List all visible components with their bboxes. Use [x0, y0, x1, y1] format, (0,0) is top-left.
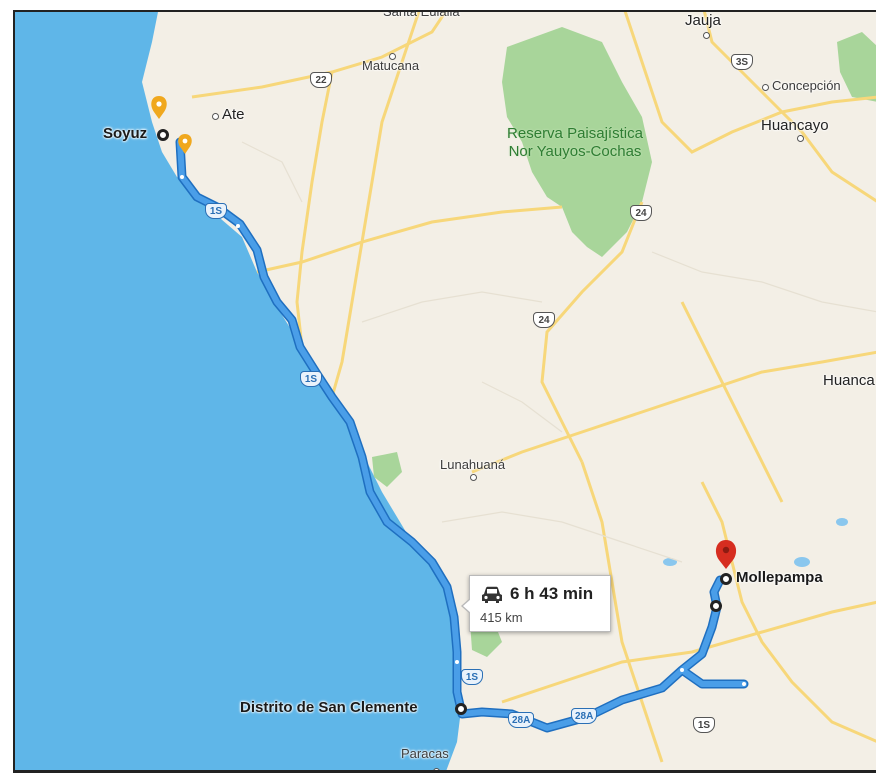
route-shield-24-north: 24 — [630, 205, 652, 221]
place-label-huanca: Huanca — [823, 372, 875, 389]
route-start-marker[interactable] — [710, 600, 722, 612]
town-dot-matucana — [389, 53, 396, 60]
route-shield-1s-d: 1S — [693, 717, 715, 733]
place-label-ate: Ate — [222, 106, 245, 123]
ocean — [15, 12, 462, 770]
route-duration-callout[interactable]: 6 h 43 min 415 km — [461, 575, 611, 632]
route-shield-28a-a: 28A — [508, 712, 535, 728]
park-patch-1 — [372, 452, 402, 487]
town-dot-ate — [212, 113, 219, 120]
car-icon — [482, 586, 502, 603]
route-shield-1s-c: 1S — [461, 669, 483, 685]
route-line — [177, 139, 747, 731]
route-shield-24-south: 24 — [533, 312, 555, 328]
destination-pin-icon — [715, 540, 737, 569]
lake-1 — [794, 557, 810, 567]
town-dot-lunahuana — [470, 474, 477, 481]
place-label-lunahuana: Lunahuaná — [440, 457, 506, 472]
waypoint-stop-marker[interactable] — [455, 703, 467, 715]
place-label-top: Santa Eulalia — [383, 10, 460, 19]
reserve-label: Reserva Paisajística Nor Yauyos-Cochas — [507, 125, 643, 160]
town-dot-huancayo — [797, 135, 804, 142]
waypoint-stop-label[interactable]: Distrito de San Clemente — [240, 699, 418, 716]
route-shield-1s-b: 1S — [300, 371, 322, 387]
route-shield-22: 22 — [310, 72, 332, 88]
road-network — [191, 12, 876, 763]
town-dot-concepcion — [762, 84, 769, 91]
park-patch-3 — [837, 32, 876, 102]
place-label-huancayo: Huancayo — [761, 117, 829, 134]
town-dot-jauja — [703, 32, 710, 39]
destination-stop-marker[interactable] — [720, 573, 732, 585]
place-label-matucana: Matucana — [362, 58, 420, 73]
route-shield-1s-a: 1S — [205, 203, 227, 219]
route-shield-28a-b: 28A — [571, 708, 598, 724]
destination-stop-label[interactable]: Mollepampa — [736, 569, 823, 586]
place-label-jauja: Jauja — [685, 12, 721, 29]
origin-stop-label[interactable]: Soyuz — [103, 125, 148, 142]
origin-secondary-pin-icon — [178, 134, 192, 154]
map-canvas[interactable] — [13, 10, 876, 773]
reserve-area — [502, 27, 652, 257]
map-view[interactable]: Santa Eulalia Jauja Matucana Concepción … — [13, 10, 876, 773]
route-duration: 6 h 43 min — [510, 584, 594, 603]
place-label-paracas: Paracas — [401, 746, 449, 761]
route-distance: 415 km — [480, 610, 523, 625]
town-dot-paracas — [433, 768, 440, 770]
route-shield-3s: 3S — [731, 54, 753, 70]
lake-3 — [663, 558, 677, 566]
origin-stop-marker[interactable] — [157, 129, 169, 141]
lake-2 — [836, 518, 848, 526]
origin-pin-icon — [151, 96, 167, 119]
route-waypoint-dots — [180, 175, 746, 686]
minor-roads — [241, 141, 876, 563]
place-label-concepcion: Concepción — [772, 78, 841, 93]
